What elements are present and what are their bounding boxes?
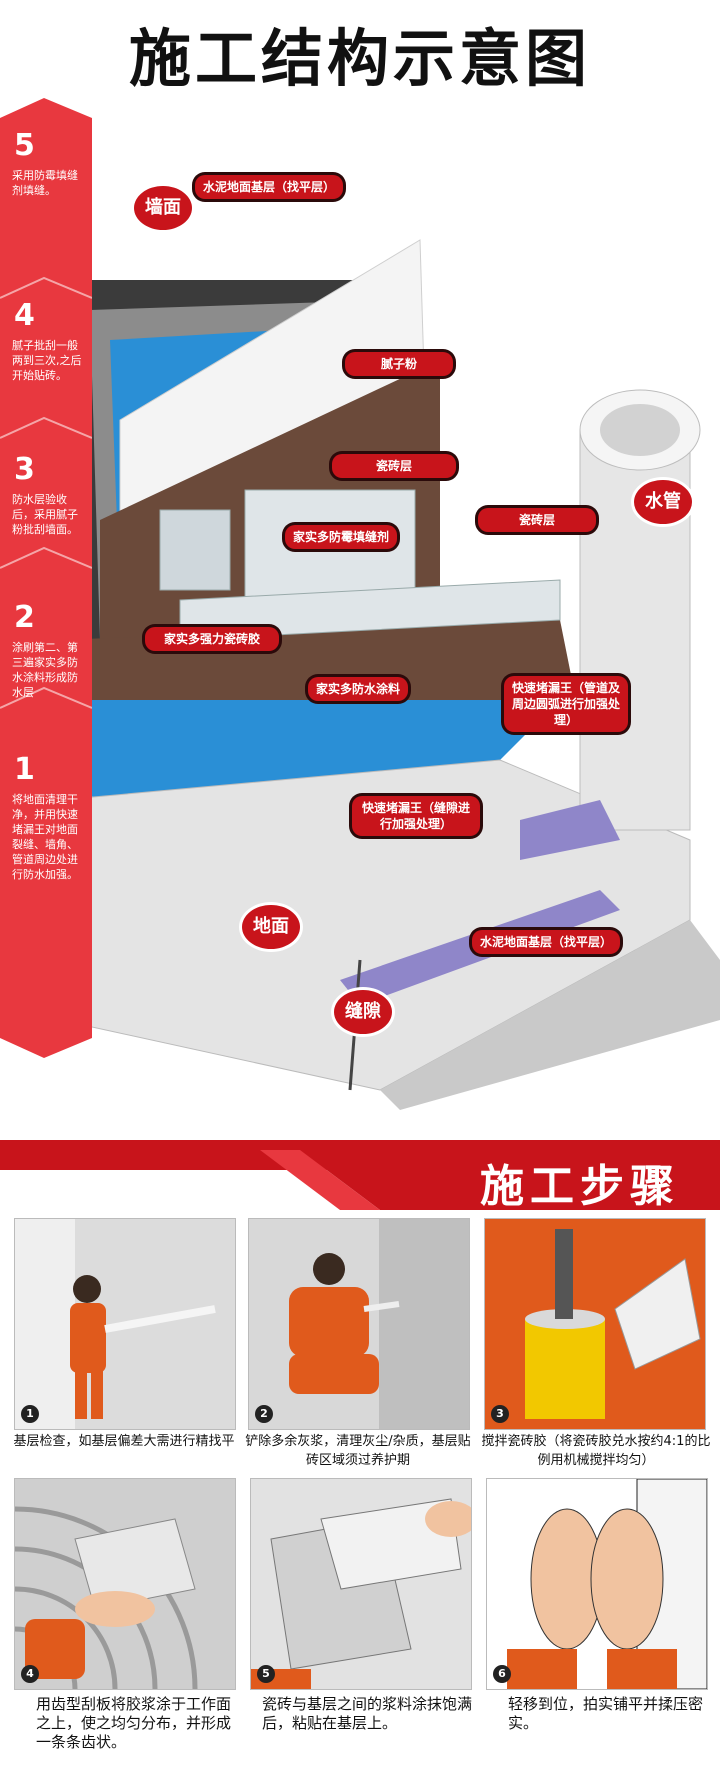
step-text: 防水层验收后，采用腻子粉批刮墙面。	[12, 493, 78, 536]
step-panel-1: 1	[14, 1218, 236, 1430]
panel-caption-1: 基层检查，如基层偏差大需进行精找平	[13, 1434, 235, 1449]
panel-number: 5	[257, 1665, 275, 1683]
step-panel-3: 3	[484, 1218, 706, 1430]
worker-leveling-illustration	[15, 1219, 235, 1429]
worker-cleaning-illustration	[249, 1219, 469, 1429]
panel-caption-4: 用齿型刮板将胶浆涂于工作面之上，使之均匀分布，并形成一条条齿状。	[36, 1695, 232, 1751]
trowel-spreading-illustration	[15, 1479, 235, 1689]
step-number: 2	[14, 600, 35, 635]
step-panel-5: 5	[250, 1478, 472, 1690]
steps-sidebar-background	[0, 98, 92, 1058]
steps-title: 施工步骤	[480, 1161, 680, 1212]
callout-tile-adhesive: 家实多强力瓷砖胶	[145, 627, 279, 651]
steps-banner	[0, 1140, 720, 1210]
callout-wall-base: 水泥地面基层（找平层）	[195, 175, 344, 199]
callout-grout: 家实多防霉填缝剂	[285, 525, 398, 549]
callout-putty: 腻子粉	[345, 352, 453, 376]
mixing-adhesive-illustration	[485, 1219, 705, 1429]
step-text: 采用防霉填缝剂填缝。	[12, 169, 78, 197]
tile-buttering-illustration	[251, 1479, 471, 1689]
callout-gap-seal: 快速堵漏王（缝隙进行加强处理）	[352, 796, 480, 836]
panel-caption-3: 搅拌瓷砖胶（将瓷砖胶兑水按约4:1的比例用机械搅拌均匀）	[481, 1434, 711, 1468]
step-text: 涂刷第二、第三遍家实多防水涂料形成防水层	[12, 641, 78, 699]
panel-number: 1	[21, 1405, 39, 1423]
label-floor: 地面	[242, 905, 300, 949]
panel-caption-6: 轻移到位，拍实铺平并揉压密实。	[508, 1695, 704, 1732]
label-pipe: 水管	[634, 480, 692, 524]
step-text: 腻子批刮一般两到三次,之后开始贴砖。	[12, 339, 82, 382]
panel-number: 4	[21, 1665, 39, 1683]
callout-floor-base: 水泥地面基层（找平层）	[472, 930, 621, 954]
step-panel-4: 4	[14, 1478, 236, 1690]
step-text: 将地面清理干净，并用快速堵漏王对地面裂缝、墙角、管道周边处进行防水加强。	[12, 793, 78, 881]
callout-tile-layer-2: 瓷砖层	[478, 508, 596, 532]
step-number: 5	[14, 128, 35, 163]
step-number: 3	[14, 452, 35, 487]
step-number: 1	[14, 752, 35, 787]
label-gap: 缝隙	[334, 990, 392, 1034]
callout-tile-layer-1: 瓷砖层	[332, 454, 456, 478]
page-title: 施工结构示意图	[128, 22, 591, 95]
panel-caption-5: 瓷砖与基层之间的浆料涂抹饱满后，粘贴在基层上。	[262, 1695, 473, 1732]
panel-number: 2	[255, 1405, 273, 1423]
step-panel-2: 2	[248, 1218, 470, 1430]
panel-number: 3	[491, 1405, 509, 1423]
pressing-tile-illustration	[487, 1479, 707, 1689]
panel-caption-2: 铲除多余灰浆，清理灰尘/杂质，基层贴砖区域须过养护期	[245, 1434, 471, 1468]
panel-number: 6	[493, 1665, 511, 1683]
label-wall: 墙面	[134, 186, 192, 230]
callout-pipe-seal: 快速堵漏王（管道及周边圆弧进行加强处理）	[504, 676, 628, 732]
step-number: 4	[14, 298, 35, 333]
callout-waterproof: 家实多防水涂料	[308, 677, 409, 701]
structure-illustration	[59, 170, 720, 1110]
step-panel-6: 6	[486, 1478, 708, 1690]
